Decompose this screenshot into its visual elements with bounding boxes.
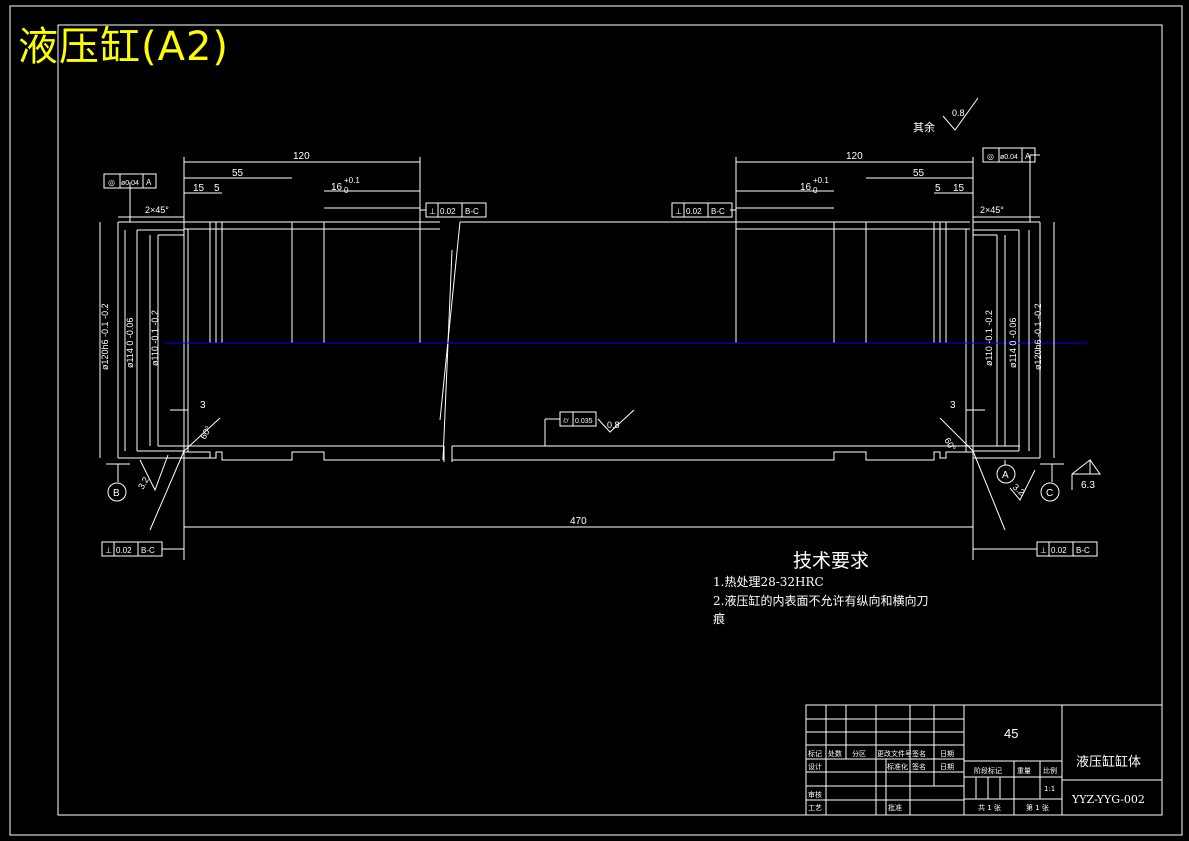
dim-right-15: 15 [953,183,965,194]
perp-top-left-symbol: ⊥ [429,207,436,216]
tech-requirement-line-1: 1.热处理28-32HRC [713,575,824,589]
dim-left-16-tol-low: 0 [344,186,349,195]
dia-110-right: ø110 -0.1 -0.2 [984,310,994,366]
dim-chamfer-left: 2×45° [145,205,169,215]
dim-chamfer-right: 2×45° [980,205,1004,215]
dimension-lines [99,97,1101,560]
perp-top-left-frame [425,202,487,218]
part-outline [117,221,1041,462]
dim-left-16: 16 [331,182,343,193]
perp-bottom-right-datum: B-C [1076,546,1090,555]
tb-scale-value: 1:1 [1044,785,1055,793]
tech-requirements-heading: 技术要求 [793,550,870,572]
perp-bottom-right-value: 0.02 [1051,546,1067,555]
dim-left-120: 120 [293,151,310,162]
dim-left-5: 5 [214,183,220,194]
perp-bottom-left-value: 0.02 [116,546,132,555]
outer-border [9,5,1183,836]
dim-right-120: 120 [846,151,863,162]
dia-120-left: ø120h6 -0.1 -0.2 [100,303,110,370]
dim-right-55: 55 [913,168,925,179]
perp-bottom-right-frame [1036,541,1098,557]
title-block [805,704,1163,816]
dim-right-16: 16 [800,182,812,193]
dim-left-16-tol: +0.1 [344,176,360,185]
dim-left-55: 55 [232,168,244,179]
perp-top-left-value: 0.02 [440,207,456,216]
angle-right: 60° [942,436,958,453]
datum-a-circle [996,464,1016,484]
tb-sign: 签名 [912,749,926,758]
tb-drawing-no: YYZ-YYG-002 [1071,793,1145,806]
dim-left-15: 15 [193,183,205,194]
datum-a-label: A [1002,470,1009,481]
tb-change-doc: 更改文件号 [877,749,912,758]
perp-bottom-left-symbol: ⊥ [105,546,112,555]
tb-scale: 比例 [1043,766,1057,775]
perp-bottom-left-datum: B-C [141,546,155,555]
tech-requirement-line-2: 2.液压缸的内表面不允许有纵向和横向刀 [713,594,929,608]
coax-left-value: ø0.04 [121,180,139,187]
dim-3-right: 3 [950,400,956,411]
dim-right-5: 5 [935,183,941,194]
datum-b-circle [107,482,127,502]
cyl-value: 0.035 [575,418,593,425]
rough-08-mid: 0.8 [607,420,620,430]
tb-material: 45 [1004,726,1018,741]
coax-right-symbol: ◎ [987,152,994,161]
dim-total-470: 470 [570,516,587,527]
tb-count: 处数 [828,749,842,758]
rough-63: 6.3 [1081,480,1095,491]
tech-requirement-line-3: 痕 [713,612,726,626]
coax-right-value: ø0.04 [1000,154,1018,161]
general-rough-value: 0.8 [952,108,965,118]
dia-120-right: ø120h6 -0.1 -0.2 [1033,303,1043,370]
perp-top-left-datum: B-C [465,207,479,216]
coax-left-frame [103,173,157,189]
tb-sheet-no: 第 1 张 [1026,803,1049,812]
cyl-frame [559,411,597,427]
inner-border [57,24,1163,816]
perp-bottom-left-frame [101,541,163,557]
cyl-symbol: ⌭ [563,416,569,425]
datum-c-circle [1040,482,1060,502]
tb-design: 设计 [808,762,822,771]
coax-left-symbol: ◎ [108,178,115,187]
perp-top-right-value: 0.02 [686,207,702,216]
tb-mark: 标记 [808,749,822,758]
dim-right-16-tol-low: 0 [813,186,818,195]
coax-left-datum: A [146,178,152,187]
tb-date: 日期 [940,750,954,758]
dim-right-16-tol: +0.1 [813,176,829,185]
datum-c-label: C [1046,488,1053,499]
tb-zone: 分区 [852,749,866,758]
tb-approve: 批准 [888,803,902,812]
tb-weight: 重量 [1017,767,1031,775]
tb-sheets-total: 共 1 张 [978,803,1001,812]
coax-right-frame [982,147,1036,163]
datum-b-label: B [113,488,120,499]
perp-top-right-symbol: ⊥ [675,207,682,216]
general-rough-label: 其余 [913,120,935,134]
tb-sign2: 签名 [912,762,926,771]
dia-110-left: ø110 -0.1 -0.2 [150,310,160,366]
perp-top-right-frame [671,202,733,218]
tb-process: 工艺 [808,804,822,812]
coax-right-datum: A [1025,152,1031,161]
dia-114-right: ø114 0 -0.06 [1008,318,1018,368]
perp-top-right-datum: B-C [711,207,725,216]
rough-32-right: 3.2 [1011,482,1027,498]
tb-stage-mark: 阶段标记 [974,766,1002,775]
dia-114-left: ø114 0 -0.06 [125,318,135,368]
tb-standard: 标准化 [887,762,908,771]
perp-bottom-right-symbol: ⊥ [1040,546,1047,555]
drawing-title: 液压缸(A2) [18,24,230,70]
tb-date2: 日期 [940,763,954,771]
dim-3-left: 3 [200,400,206,411]
tb-part-name: 液压缸缸体 [1076,754,1141,770]
tb-review: 审核 [808,790,822,799]
